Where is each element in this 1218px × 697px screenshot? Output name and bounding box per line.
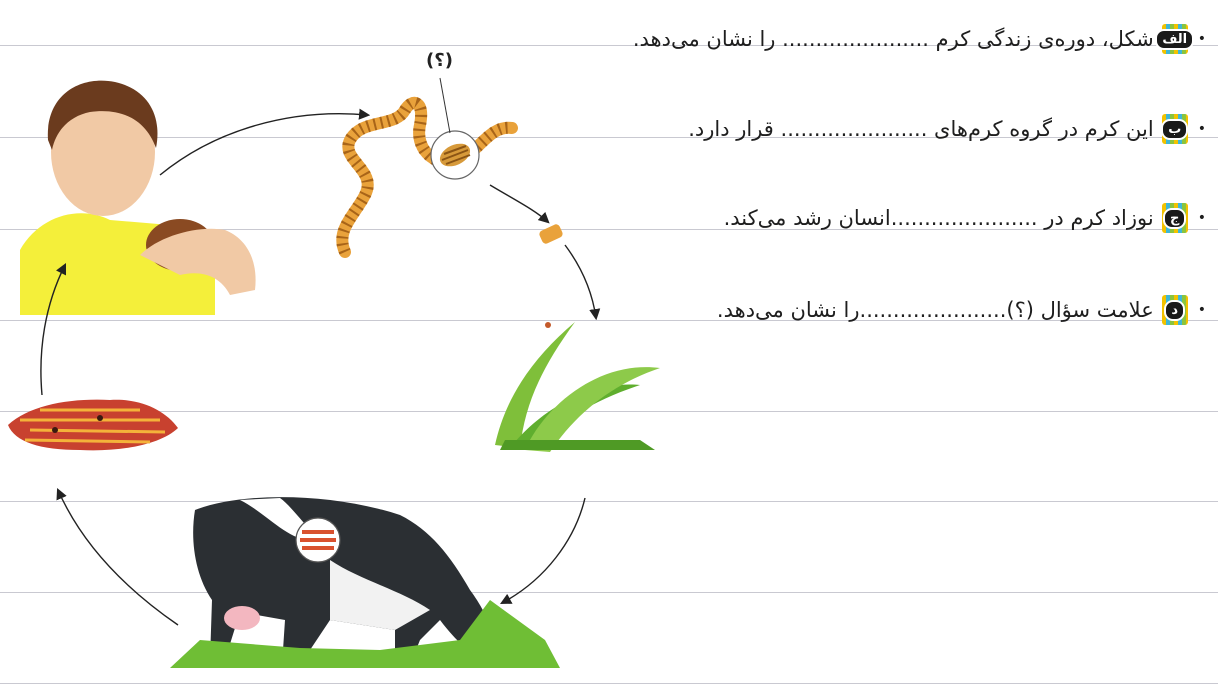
contaminated-grass-illustration (495, 322, 660, 452)
question-a: • الف شکل، دوره‌ی زندگی کرم ............… (633, 24, 1206, 54)
question-d-letter: د (1164, 300, 1185, 321)
question-letter-badge-icon: ب (1158, 114, 1192, 144)
question-letter-badge-icon: د (1158, 295, 1192, 325)
infected-raw-meat-illustration (8, 400, 178, 451)
question-mark-label: (؟) (426, 50, 453, 71)
question-a-text: شکل، دوره‌ی زندگی کرم ..................… (633, 27, 1154, 51)
arrow-grass-to-cow (502, 498, 585, 603)
question-d-text: علامت سؤال (؟)......................را ن… (717, 298, 1154, 322)
question-a-letter: الف (1155, 29, 1194, 50)
tapeworm-segment-illustration (538, 223, 564, 245)
question-b: • ب این کرم در گروه کرم‌های ............… (688, 114, 1206, 144)
question-b-letter: ب (1161, 119, 1188, 140)
question-c-letter: ج (1163, 208, 1186, 229)
human-eating-meat-illustration (20, 81, 256, 315)
question-letter-badge-icon: ج (1158, 203, 1192, 233)
arrow-segment-to-grass (565, 245, 596, 318)
arrow-human-to-worm (160, 114, 368, 175)
arrow-worm-to-segment (490, 185, 548, 222)
cow-grazing-illustration (170, 497, 560, 668)
arrow-cow-to-meat (58, 490, 178, 625)
question-c-text: نوزاد کرم در ......................انسان… (724, 206, 1154, 230)
adult-tapeworm-illustration (342, 78, 512, 252)
bullet-icon: • (1198, 31, 1206, 47)
bullet-icon: • (1198, 302, 1206, 318)
bullet-icon: • (1198, 121, 1206, 137)
question-c: • ج نوزاد کرم در ......................ا… (724, 203, 1206, 233)
bullet-icon: • (1198, 210, 1206, 226)
question-b-text: این کرم در گروه کرم‌های ................… (688, 117, 1154, 141)
question-letter-badge-icon: الف (1158, 24, 1192, 54)
question-d: • د علامت سؤال (؟)......................… (717, 295, 1206, 325)
